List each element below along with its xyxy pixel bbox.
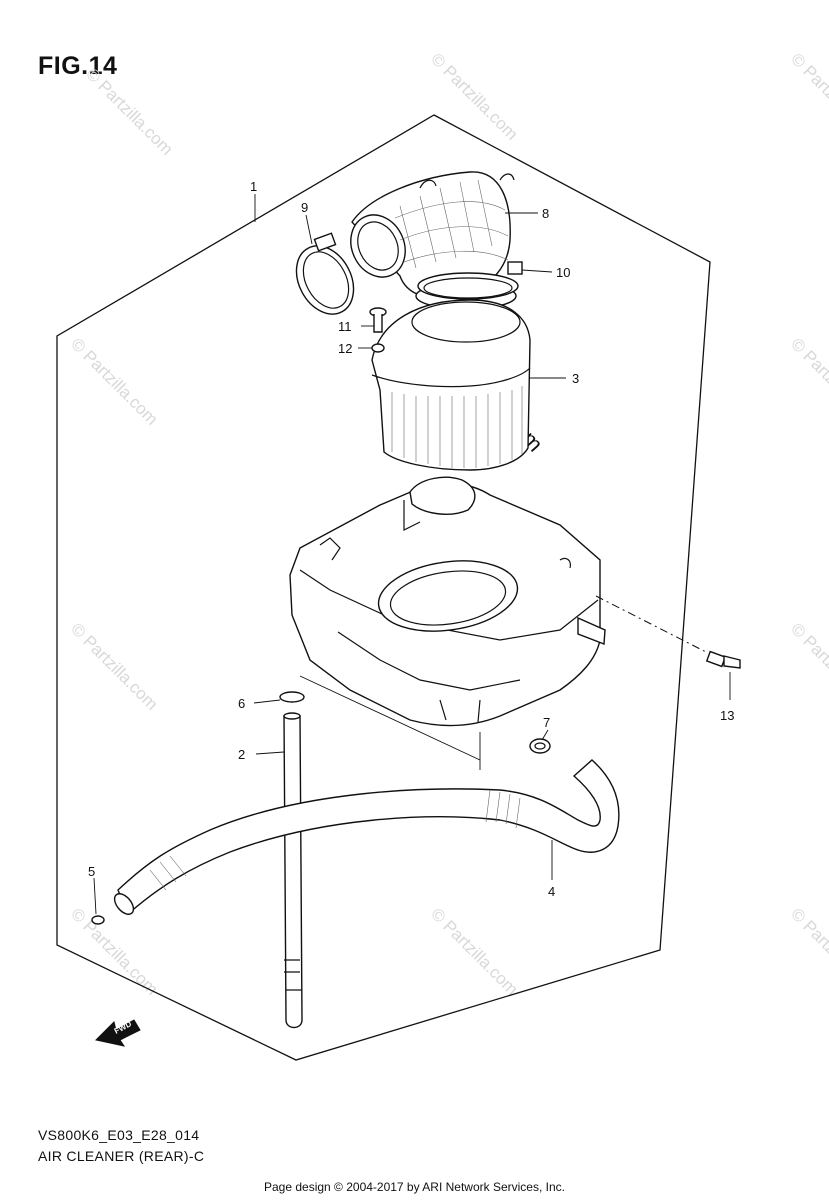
air-cleaner-case-part [289,476,606,727]
watermark: © Partzilla.com [427,904,521,998]
watermark: © Partzilla.com [787,904,829,998]
watermark: © Partzilla.com [82,64,176,158]
model-code: VS800K6_E03_E28_014 [38,1127,200,1143]
callout-6: 6 [238,696,245,711]
callout-10: 10 [556,265,570,280]
callout-13: 13 [720,708,734,723]
leader-lines [93,194,731,915]
watermark: © Partzilla.com [787,334,829,428]
forward-direction-arrow: FWD [94,1019,141,1047]
callout-8: 8 [542,206,549,221]
callout-2: 2 [238,747,245,762]
band-clamp-part [417,261,523,300]
air-cleaner-element-part [371,299,531,471]
callout-11: 11 [338,319,352,334]
section-name: AIR CLEANER (REAR)-C [38,1148,205,1164]
watermark: © Partzilla.com [427,49,521,143]
bolt-part [705,650,741,669]
drain-tube-part [283,712,303,1029]
watermark: © Partzilla.com [67,904,161,998]
assembly-outline [56,114,711,1061]
callout-4: 4 [548,884,555,899]
watermark: © Partzilla.com [67,334,161,428]
callout-12: 12 [338,341,352,356]
callout-3: 3 [572,371,579,386]
hose-end-clip-part [91,915,105,925]
breather-hose-part [113,759,620,916]
drain-clip-part [279,691,305,703]
watermark: © Partzilla.com [67,619,161,713]
page-footer: Page design © 2004-2017 by ARI Network S… [263,1180,565,1194]
callout-9: 9 [301,200,308,215]
callout-7: 7 [543,715,550,730]
watermark: © Partzilla.com [787,619,829,713]
washer-part [371,343,385,353]
callout-5: 5 [88,864,95,879]
callout-labels: 1 2 3 4 5 6 7 8 9 10 11 12 13 [88,179,734,899]
figure-title: FIG.14 [38,52,118,80]
hose-clip-part [529,738,551,754]
callout-1: 1 [250,179,257,194]
hose-clamp-part [295,232,355,315]
watermark: © Partzilla.com [787,49,829,143]
screw-part [369,307,387,333]
